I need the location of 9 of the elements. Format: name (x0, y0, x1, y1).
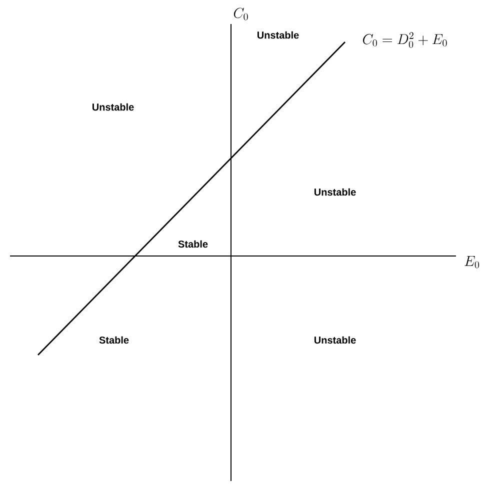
region-label: Unstable (257, 31, 299, 39)
region-label: Unstable (92, 103, 134, 111)
region-label: Unstable (314, 188, 356, 196)
region-label: Stable (99, 336, 129, 344)
axis-label: $E_0$ (464, 256, 480, 268)
curve-label: $C_0=D_0^2+E_0$ (363, 32, 447, 48)
region-label: Stable (178, 240, 208, 248)
axis-label: $C_0$ (234, 8, 248, 20)
region-label: Unstable (314, 336, 356, 344)
